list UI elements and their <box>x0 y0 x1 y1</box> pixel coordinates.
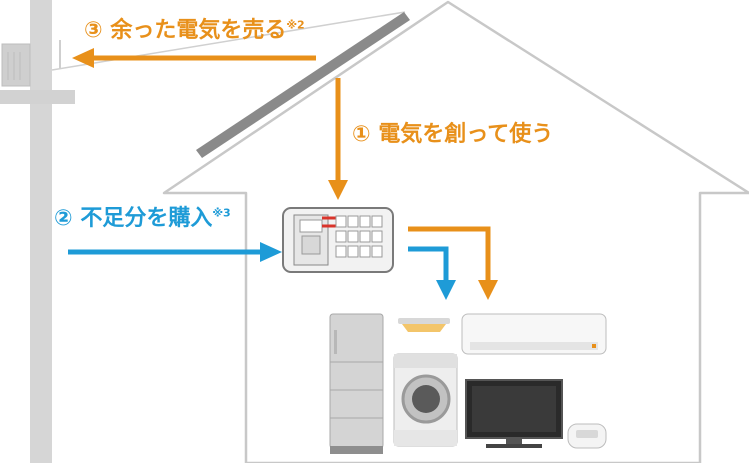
use-arrow <box>328 78 348 200</box>
use-label: ① 電気を創って使う <box>352 116 553 148</box>
use-text: 電気を創って使う <box>378 122 554 147</box>
sell-arrow <box>72 48 316 68</box>
board-to-appliance-blue-arrow <box>408 246 456 300</box>
use-number: ① <box>352 122 371 147</box>
refrigerator-icon <box>329 313 384 454</box>
distribution-board-icon <box>282 207 394 273</box>
sell-note: ※2 <box>286 18 305 32</box>
buy-note: ※3 <box>212 206 231 220</box>
sell-number: ③ <box>84 18 103 43</box>
sell-text: 余った電気を売る <box>110 18 287 43</box>
washing-machine-icon <box>393 353 458 447</box>
solar-panel-icon <box>196 12 410 158</box>
rice-cooker-icon <box>567 423 607 449</box>
board-to-appliance-orange-arrow <box>408 226 498 300</box>
sell-label: ③ 余った電気を売る※2 <box>84 12 305 44</box>
utility-pole-icon <box>0 0 406 463</box>
buy-label: ② 不足分を購入※3 <box>54 200 231 232</box>
buy-arrow <box>68 242 282 262</box>
buy-text: 不足分を購入 <box>80 206 213 231</box>
air-conditioner-icon <box>461 313 607 355</box>
television-icon <box>465 379 563 448</box>
ceiling-light-icon <box>398 318 450 332</box>
buy-number: ② <box>54 206 73 231</box>
